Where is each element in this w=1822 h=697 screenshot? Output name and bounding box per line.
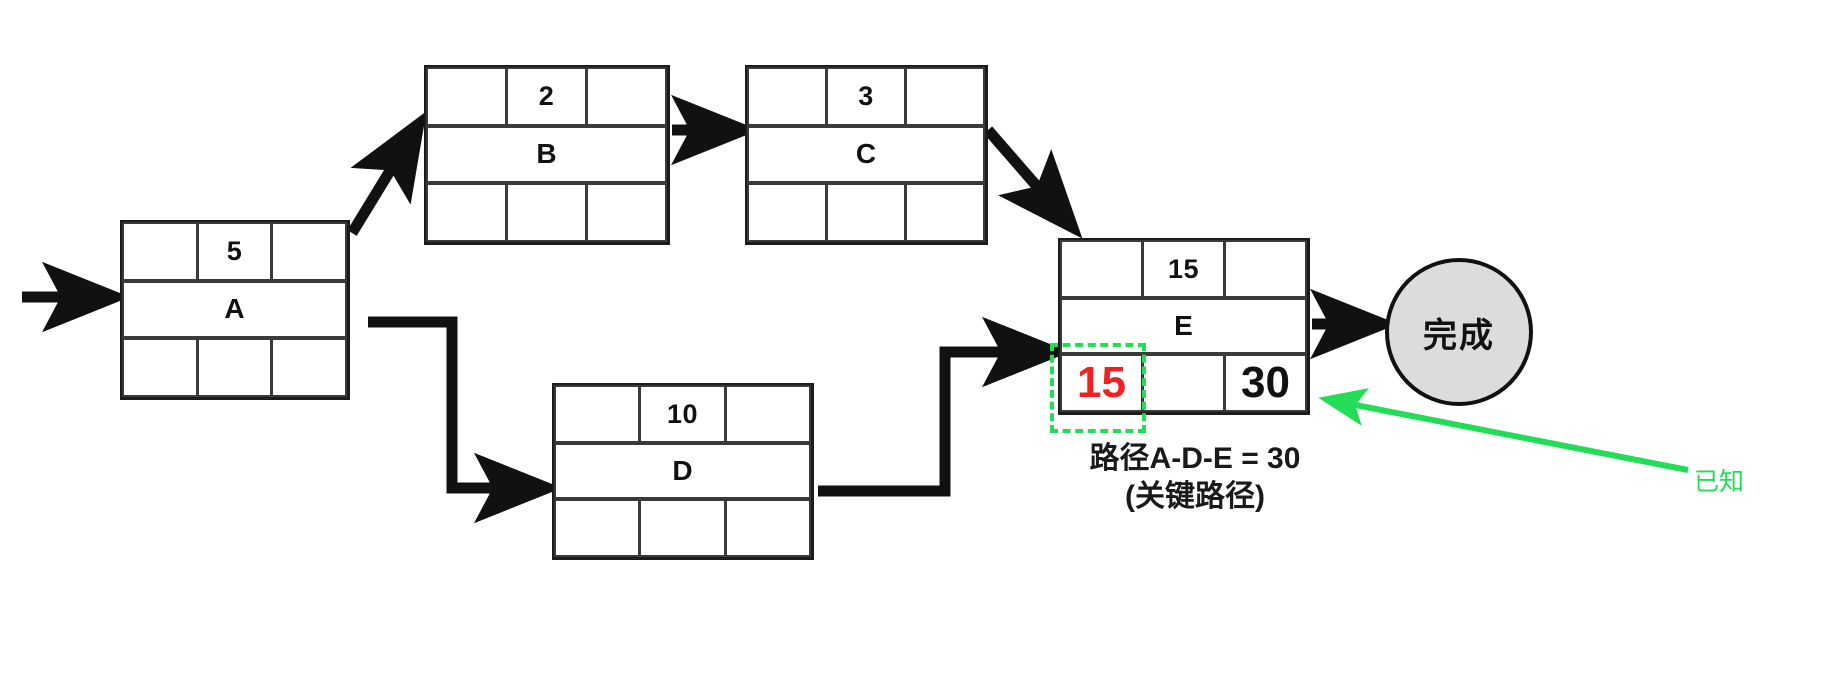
edge-A-to-D: [368, 316, 562, 524]
node-E-ef: [1224, 240, 1307, 299]
node-E-ls: 15: [1060, 353, 1143, 412]
activity-node-B[interactable]: 2 B: [424, 65, 670, 245]
node-C-float: [826, 182, 906, 242]
node-D-es: [554, 385, 641, 444]
finish-node[interactable]: 完成: [1385, 258, 1533, 406]
node-A-ls: [122, 337, 198, 397]
node-B-es: [426, 67, 507, 127]
node-E-lf: 30: [1224, 353, 1307, 412]
node-C-ef: [905, 67, 985, 127]
node-A-duration: 5: [196, 222, 273, 282]
node-B-ls: [426, 182, 507, 242]
node-A-float: [196, 337, 273, 397]
critical-path-note: 路径A-D-E = 30 (关键路径): [1055, 440, 1335, 515]
activity-node-A[interactable]: 5 A: [120, 220, 350, 400]
node-E-float: [1142, 353, 1225, 412]
node-C-label: C: [747, 125, 985, 184]
node-E-label: E: [1060, 297, 1307, 355]
node-C-es: [747, 67, 827, 127]
finish-node-label: 完成: [1423, 316, 1495, 355]
node-C-lf: [905, 182, 985, 242]
node-D-float: [639, 498, 726, 557]
edge-A-to-B: [347, 111, 427, 236]
node-A-label: A: [122, 280, 347, 339]
node-D-ls: [554, 498, 641, 557]
critical-path-line-1: 路径A-D-E = 30: [1089, 442, 1301, 475]
activity-node-E[interactable]: 15 E 15 30: [1058, 238, 1310, 415]
critical-path-line-2: (关键路径): [1125, 479, 1265, 513]
edge-D-to-E: [818, 316, 1070, 497]
known-callout-arrow: [1318, 388, 1689, 473]
node-A-es: [122, 222, 198, 282]
node-B-float: [506, 182, 587, 242]
node-C-duration: 3: [826, 67, 906, 127]
activity-node-C[interactable]: 3 C: [745, 65, 988, 245]
node-B-lf: [586, 182, 667, 242]
node-D-lf: [724, 498, 811, 557]
node-D-ef: [724, 385, 811, 444]
node-D-duration: 10: [639, 385, 726, 444]
node-E-duration: 15: [1142, 240, 1225, 299]
node-D-label: D: [554, 442, 811, 500]
node-B-ef: [586, 67, 667, 127]
known-value-label: 已知: [1694, 468, 1745, 496]
node-A-lf: [271, 337, 348, 397]
node-B-duration: 2: [506, 67, 587, 127]
edge-C-to-E: [983, 126, 1083, 239]
activity-node-D[interactable]: 10 D: [552, 383, 814, 560]
node-C-ls: [747, 182, 827, 242]
node-A-ef: [271, 222, 348, 282]
node-B-label: B: [426, 125, 667, 184]
node-E-es: [1060, 240, 1143, 299]
